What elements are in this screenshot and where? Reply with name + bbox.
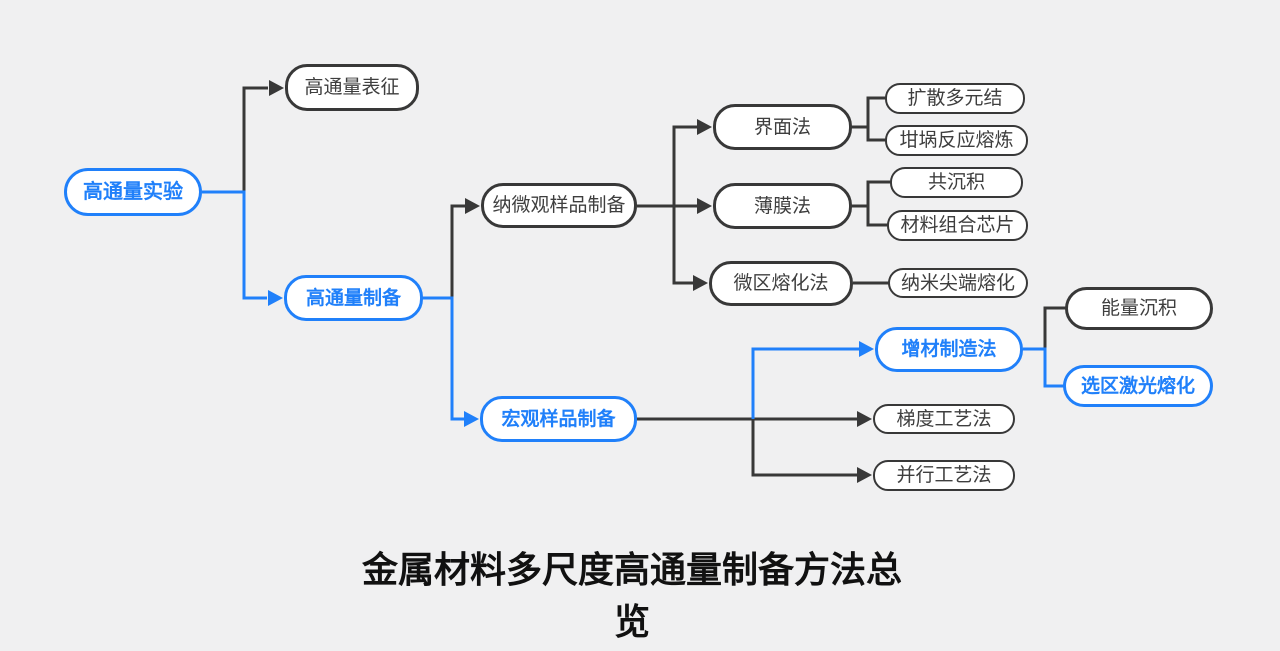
node-label: 增材制造法: [901, 339, 997, 360]
edge-macro-to-parallel: [751, 419, 857, 477]
node-nano-tip-melting[interactable]: 纳米尖端熔化: [888, 268, 1028, 298]
edge-root-to-preparation: [202, 190, 267, 300]
node-nano-micro-sample-preparation[interactable]: 纳微观样品制备: [481, 183, 637, 228]
node-diffusion-multiple[interactable]: 扩散多元结: [885, 83, 1025, 114]
node-high-throughput-experiment[interactable]: 高通量实验: [64, 168, 202, 216]
edge-additive-to-energy: [1043, 306, 1066, 349]
edge-preparation-to-nanomicro: [450, 204, 466, 298]
node-energy-deposition[interactable]: 能量沉积: [1065, 287, 1213, 330]
node-label: 高通量制备: [305, 287, 401, 309]
node-interface-method[interactable]: 界面法: [713, 104, 852, 150]
arrowhead-thinfilm: [697, 198, 712, 214]
node-label: 纳微观样品制备: [492, 195, 626, 216]
node-crucible-reaction-melting[interactable]: 坩埚反应熔炼: [885, 125, 1028, 156]
node-label: 扩散多元结: [907, 88, 1003, 109]
edge-nanomicro-to-microzone: [672, 206, 695, 285]
arrowhead-nanomicro: [465, 198, 480, 214]
node-label: 宏观样品制备: [501, 408, 616, 430]
node-macro-sample-preparation[interactable]: 宏观样品制备: [480, 396, 637, 442]
node-label: 能量沉积: [1100, 298, 1177, 319]
diagram-title: 金属材料多尺度高通量制备方法总览: [361, 549, 902, 642]
edge-thinfilm-to-codeposition: [852, 180, 891, 208]
node-label: 选区激光熔化: [1080, 375, 1195, 397]
node-label: 梯度工艺法: [896, 408, 992, 430]
node-additive-manufacturing-method[interactable]: 增材制造法: [875, 327, 1023, 372]
node-label: 并行工艺法: [896, 465, 992, 486]
arrowhead-microzone: [693, 275, 708, 291]
node-selective-laser-melting[interactable]: 选区激光熔化: [1063, 365, 1213, 407]
edge-nanomicro-to-interface: [672, 125, 699, 206]
edge-preparation-to-macro: [423, 296, 465, 421]
edge-thinfilm-to-chip: [866, 206, 888, 227]
arrowhead-characterization: [269, 80, 284, 96]
node-materials-combinatorial-chip[interactable]: 材料组合芯片: [887, 210, 1028, 241]
node-high-throughput-preparation[interactable]: 高通量制备: [284, 275, 423, 321]
arrowhead-parallel: [857, 467, 872, 483]
arrowhead-macro: [464, 411, 479, 427]
node-parallel-process-method[interactable]: 并行工艺法: [873, 460, 1015, 491]
node-label: 坩埚反应熔炼: [899, 130, 1014, 151]
edge-interface-to-diffusion: [852, 96, 886, 129]
edge-root-to-characterization: [242, 86, 268, 192]
arrowhead-gradient: [857, 411, 872, 427]
node-label: 界面法: [753, 116, 811, 138]
node-thin-film-method[interactable]: 薄膜法: [713, 183, 852, 229]
node-label: 薄膜法: [753, 195, 811, 217]
node-label: 纳米尖端熔化: [900, 272, 1015, 294]
edge-additive-to-slm: [1023, 347, 1064, 388]
node-label: 共沉积: [927, 172, 985, 193]
arrowhead-additive: [859, 341, 874, 357]
node-gradient-process-method[interactable]: 梯度工艺法: [873, 404, 1015, 434]
node-label: 高通量表征: [304, 77, 400, 98]
node-label: 微区熔化法: [733, 273, 829, 294]
arrowhead-preparation: [268, 290, 283, 306]
node-high-throughput-characterization[interactable]: 高通量表征: [285, 64, 419, 111]
edge-interface-to-crucible: [866, 127, 886, 142]
edge-macro-to-additive: [751, 347, 859, 419]
node-co-deposition[interactable]: 共沉积: [890, 167, 1023, 198]
node-label: 材料组合芯片: [900, 215, 1015, 236]
node-label: 高通量实验: [83, 181, 183, 203]
node-micro-zone-melting-method[interactable]: 微区熔化法: [709, 261, 853, 306]
arrowhead-interface: [697, 119, 712, 135]
